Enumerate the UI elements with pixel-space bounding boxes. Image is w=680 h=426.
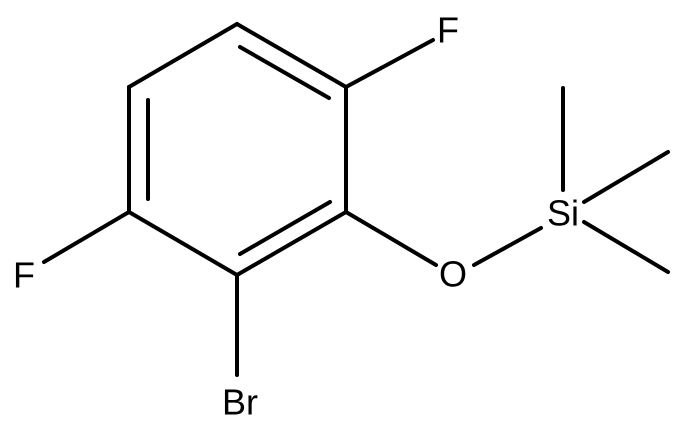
atom-label-oxygen: O [439,254,467,295]
bond-silicon-methyl-right-up [582,150,670,204]
atom-label-bromine: Br [222,382,258,423]
atom-label-fluorine-top: F [437,10,459,51]
bond-c3-oxygen [344,210,438,267]
bond-oxygen-silicon [472,226,543,267]
ring-bond-c4-c5 [127,210,239,277]
bond-c5-fluorine [42,210,131,264]
ring-bond-c3-c4 [235,210,348,277]
ring-bond-c1-c2 [235,22,348,89]
bond-silicon-methyl-right-down [582,220,670,274]
ring-bond-c3-c4-inner [238,200,332,256]
atom-label-silicon: Si [547,193,579,234]
benzene-ring [127,22,348,277]
ring-bond-c1-c2-inner [238,45,331,100]
ring-bond-c6-c1 [127,22,239,89]
bond-c2-fluorine [344,38,435,89]
atom-label-fluorine-left: F [13,255,35,296]
